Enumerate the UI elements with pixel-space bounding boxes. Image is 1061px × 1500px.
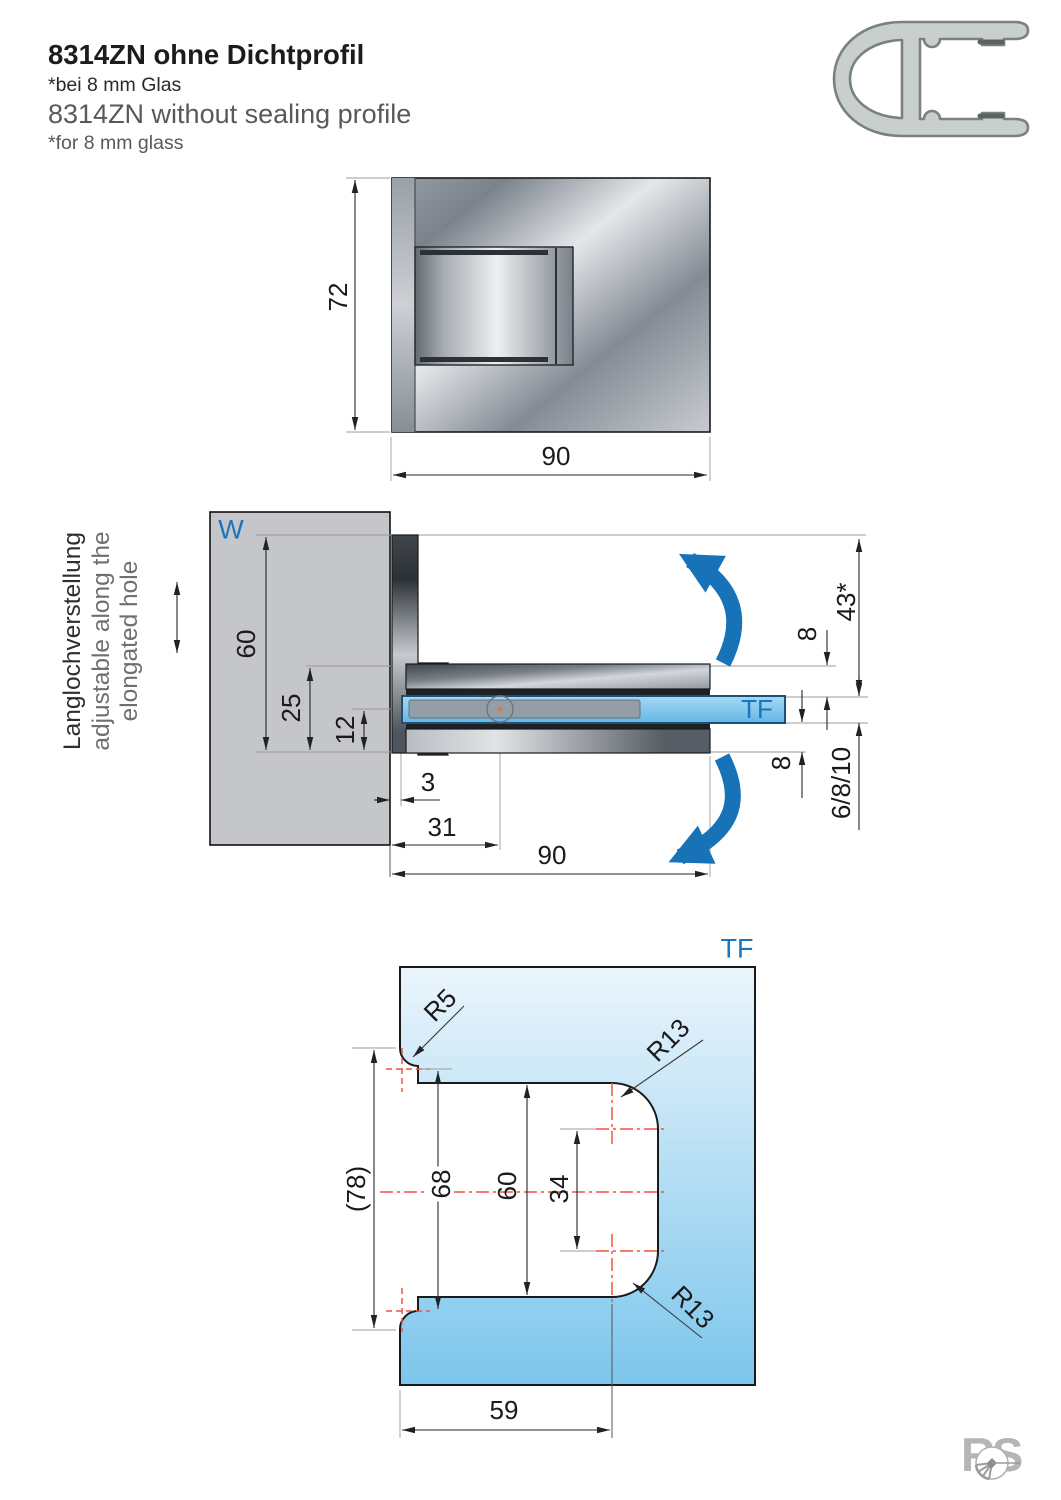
- wall-flange-strip: [392, 178, 415, 432]
- clamp-plate-top: [405, 663, 711, 690]
- clamp-block-top-view: [414, 246, 574, 366]
- dim-clamp-height-label: 25: [276, 693, 306, 723]
- dim-radius-centers-label: 34: [544, 1174, 574, 1204]
- glass-cutout-panel: [399, 966, 756, 1386]
- product-title-de: 8314ZN ohne Dichtprofil: [48, 39, 365, 70]
- glass-label-cutout: TF: [720, 933, 754, 964]
- rs-logo-emblem: [974, 1446, 1020, 1481]
- dim-center-offset-label: 12: [330, 715, 360, 745]
- dim-gap-bottom-label: 8: [766, 755, 796, 771]
- dim-width-side-label: 90: [537, 840, 567, 870]
- dim-cutout-width-label: 59: [489, 1395, 519, 1425]
- adjustment-note-de: Langlochverstellung: [59, 532, 86, 750]
- swing-arrow-up: [678, 553, 743, 667]
- product-note-en: *for 8 mm glass: [48, 132, 184, 154]
- product-title-en: 8314ZN without sealing profile: [48, 99, 412, 129]
- wall-block: [209, 511, 391, 846]
- adjustment-note-en2: elongated hole: [116, 560, 144, 722]
- elongated-hole: [408, 699, 641, 719]
- product-note-de: *bei 8 mm Glas: [48, 74, 182, 96]
- swing-arrow-down: [668, 753, 741, 865]
- dim-gap-top-label: 8: [792, 626, 822, 642]
- dim-wall-height-label: 60: [231, 629, 261, 659]
- wall-label: W: [218, 514, 244, 545]
- dim-width-top-label: 90: [541, 441, 571, 471]
- glass-label-side: TF: [741, 694, 773, 724]
- dim-overall-height-label: (78): [341, 1165, 371, 1213]
- adjustment-note-en1: adjustable along the: [87, 531, 115, 751]
- profile-slot-lines: [977, 39, 1005, 119]
- dim-overall-label: 43*: [831, 582, 861, 622]
- dim-cutout-height-label: 60: [492, 1171, 522, 1201]
- adjustment-note: Langlochverstellung adjustable along the…: [59, 476, 147, 806]
- profile-cross-section-icon: [832, 20, 1030, 138]
- glass-cutout-drawing: [352, 966, 756, 1438]
- screw-circle: [486, 695, 514, 723]
- side-view-dimension-lines: [173, 537, 863, 878]
- dim-height-label: 72: [323, 282, 353, 312]
- top-view-dimension-lines: [346, 177, 711, 481]
- dim-hole-centers-label: 68: [426, 1166, 456, 1202]
- side-view-drawing: [173, 511, 868, 878]
- dim-glass-thickness-label: 6/8/10: [826, 746, 856, 820]
- clamp-plate-bottom: [405, 728, 711, 754]
- dim-glass-inset-label: 3: [420, 767, 436, 797]
- top-view-drawing: [346, 177, 711, 481]
- dim-screw-offset-label: 31: [427, 812, 457, 842]
- centerlines: [380, 1048, 668, 1332]
- cutout-dimension-lines: [352, 1005, 704, 1438]
